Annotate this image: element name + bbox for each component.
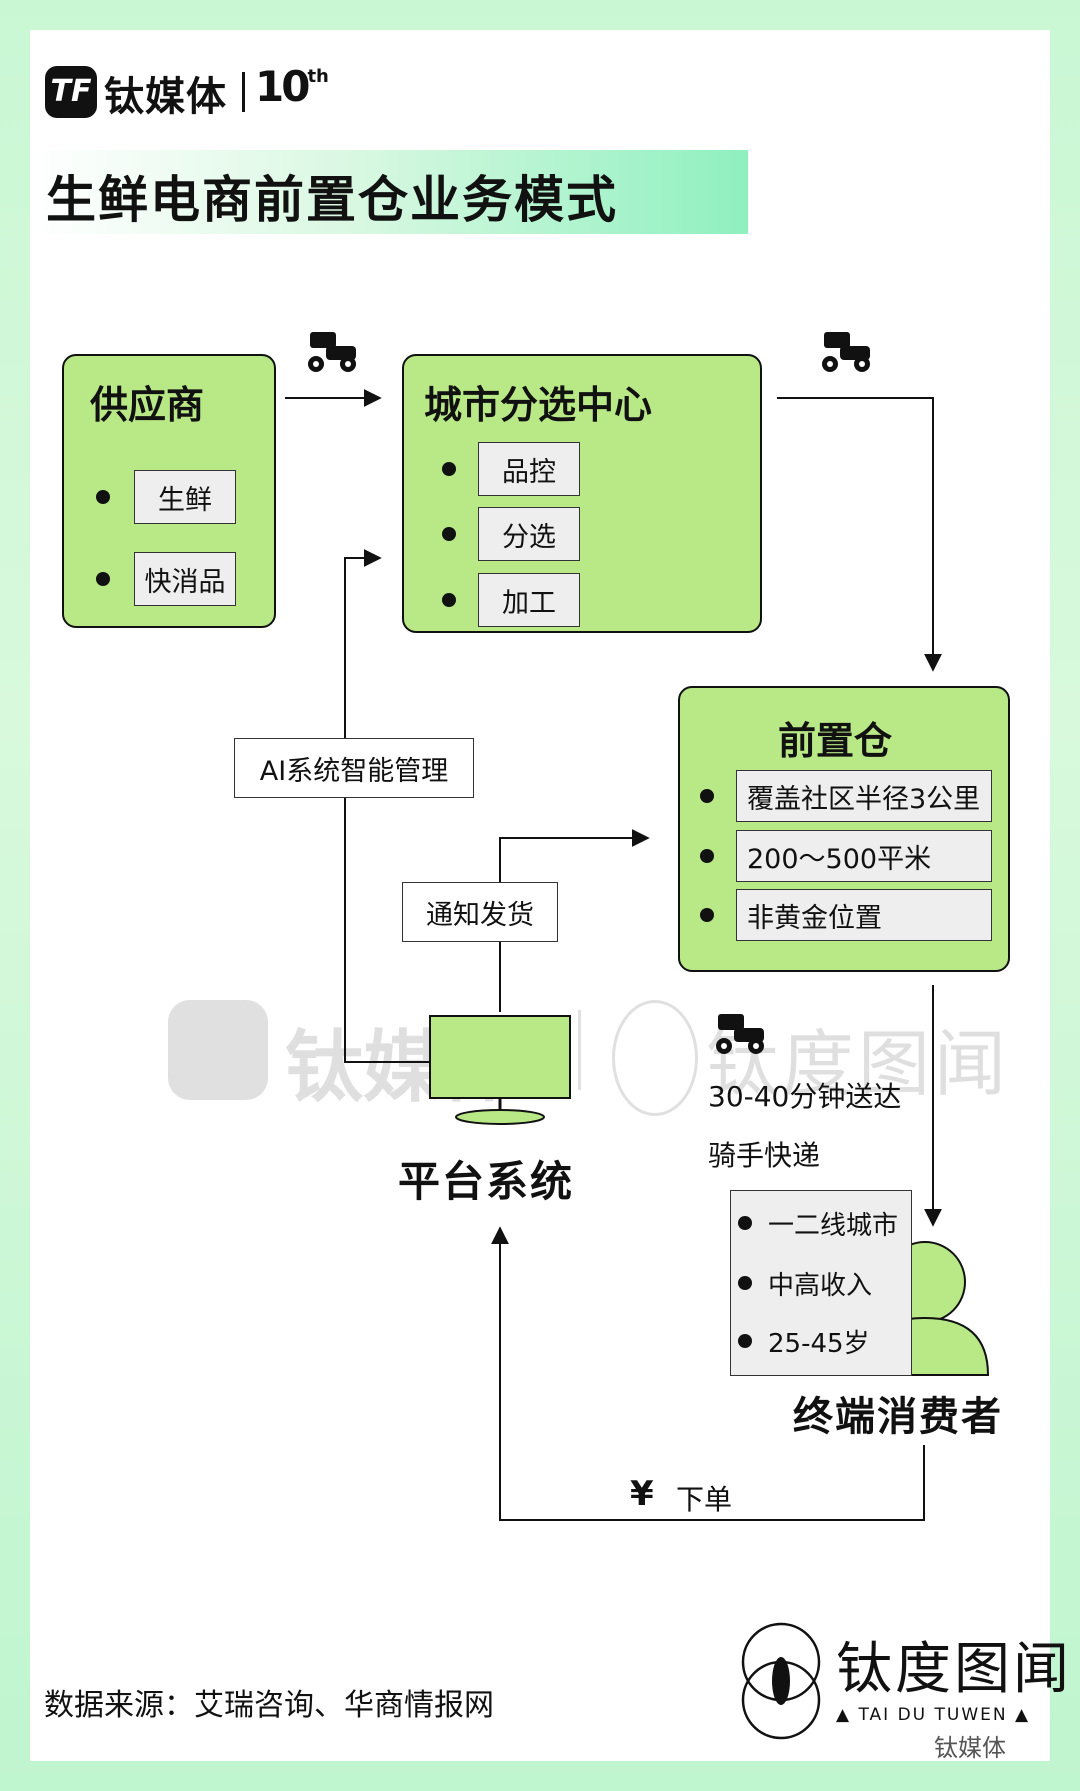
watermark-logo-icon	[168, 1000, 268, 1100]
bullet-dot	[442, 527, 456, 541]
wechat-account: 钛媒体	[934, 1734, 1006, 1762]
brand-name: 钛媒体	[104, 74, 227, 120]
front-warehouse-item: 200～500平米	[736, 830, 992, 882]
bullet-dot	[96, 490, 110, 504]
monitor-icon	[429, 1015, 571, 1125]
scooter-icon	[308, 332, 356, 372]
bullet-dot	[442, 593, 456, 607]
delivery-time: 30-40分钟送达	[708, 1080, 902, 1113]
sorting-center-item: 加工	[478, 573, 580, 627]
bullet-dot	[700, 908, 714, 922]
sorting-center-item: 分选	[478, 507, 580, 561]
bullet-dot	[738, 1334, 752, 1348]
page-title: 生鲜电商前置仓业务模式	[46, 171, 618, 229]
scooter-icon	[716, 1014, 764, 1054]
currency-icon: ¥	[630, 1474, 654, 1514]
arrow-center-to-warehouse	[777, 397, 942, 672]
notify-shipping-label: 通知发货	[402, 882, 558, 942]
sorting-center-title: 城市分选中心	[424, 383, 653, 427]
sorting-center-item: 品控	[478, 442, 580, 496]
footer-brand: 钛度图闻	[836, 1637, 1072, 1702]
front-warehouse-item: 覆盖社区半径3公里	[736, 770, 992, 822]
consumer-trait: 25-45岁	[768, 1329, 870, 1359]
delivery-courier: 骑手快递	[708, 1139, 821, 1172]
platform-title: 平台系统	[398, 1157, 575, 1206]
arrow-consumer-to-platform	[491, 1226, 925, 1521]
bullet-dot	[700, 849, 714, 863]
title-band	[30, 150, 748, 234]
titanium-media-logo-icon: TF	[45, 66, 97, 118]
watermark-eye-icon	[612, 1000, 698, 1116]
consumer-trait: 一二线城市	[768, 1211, 899, 1241]
front-warehouse-title: 前置仓	[778, 719, 893, 763]
scooter-icon	[822, 332, 870, 372]
supplier-item: 生鲜	[134, 470, 236, 524]
consumer-trait: 中高收入	[768, 1271, 873, 1301]
arrow-platform-to-warehouse	[499, 829, 650, 1012]
bullet-dot	[738, 1276, 752, 1290]
ai-management-label: AI系统智能管理	[234, 738, 474, 798]
eye-logo-icon	[741, 1622, 821, 1740]
sorting-center-box	[402, 354, 762, 633]
bullet-dot	[96, 572, 110, 586]
order-label: 下单	[676, 1483, 733, 1516]
arrow-platform-to-center	[344, 549, 430, 1063]
data-source: 数据来源：艾瑞咨询、华商情报网	[44, 1688, 494, 1723]
footer-brand-sub: ▲ TAI DU TUWEN ▲	[836, 1705, 1031, 1725]
brand-divider	[242, 72, 245, 112]
consumer-traits-box	[730, 1190, 912, 1376]
supplier-title: 供应商	[90, 383, 205, 427]
bullet-dot	[442, 462, 456, 476]
bullet-dot	[700, 789, 714, 803]
bullet-dot	[738, 1216, 752, 1230]
watermark-divider	[578, 1010, 581, 1090]
consumer-title: 终端消费者	[793, 1394, 1003, 1440]
supplier-item: 快消品	[134, 552, 236, 606]
anniversary-badge: 10th	[255, 62, 329, 111]
front-warehouse-item: 非黄金位置	[736, 889, 992, 941]
